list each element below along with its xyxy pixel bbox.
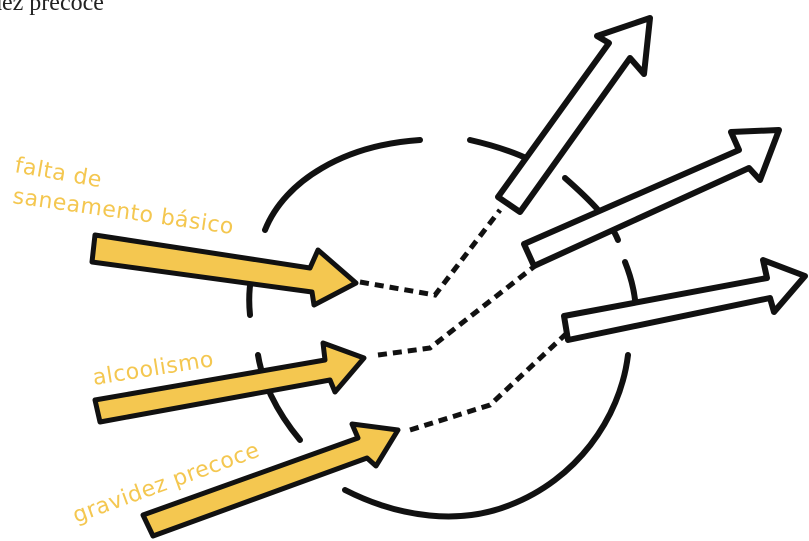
dashed-connectors — [359, 208, 570, 433]
effect-arrow-1 — [495, 15, 653, 215]
effect-arrow-2 — [521, 127, 782, 269]
label-cause-1-line-2: saneamento básico — [11, 184, 235, 240]
caption-text: dez precoce — [0, 0, 104, 16]
cause-arrows — [89, 232, 401, 539]
cause-arrow-2 — [92, 340, 367, 425]
effect-arrow-3 — [561, 257, 808, 343]
connector-1 — [359, 208, 502, 298]
cause-arrow-3 — [140, 421, 401, 539]
cause-labels: falta de saneamento básico alcoolismo gr… — [11, 153, 263, 528]
connector-3 — [409, 330, 570, 433]
cause-arrow-1 — [89, 232, 359, 308]
connector-2 — [377, 260, 542, 358]
effect-arrows — [495, 15, 808, 343]
